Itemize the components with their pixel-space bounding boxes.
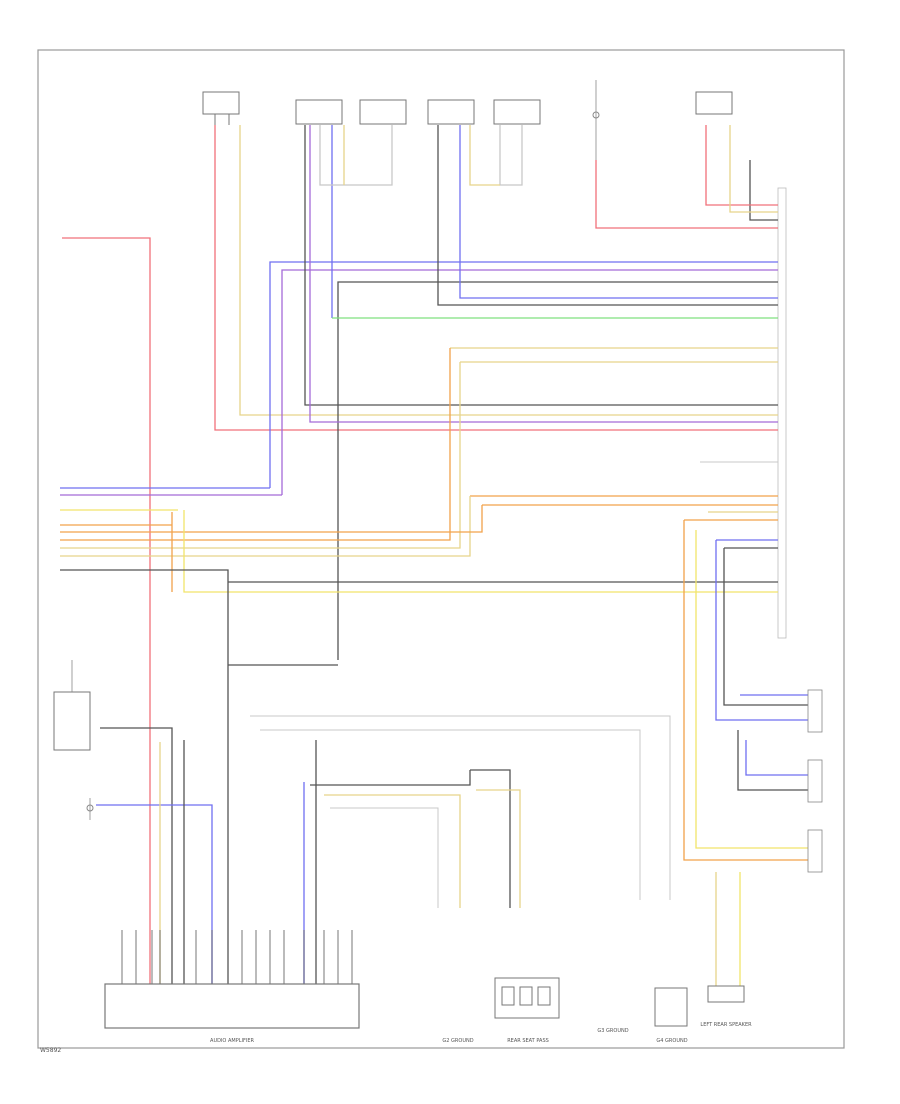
left-box-component [53, 660, 91, 751]
wire-35 [683, 520, 808, 861]
wire-55 [260, 729, 641, 900]
wire-47 [705, 125, 778, 206]
wire-44 [745, 740, 808, 776]
left-switch-component [86, 798, 94, 820]
bottom-component-mid [494, 977, 560, 1019]
top-component-7 [592, 80, 600, 160]
ground-label-3: G3 GROUND [597, 1028, 628, 1034]
wire-46 [595, 160, 778, 229]
ground-label-1: G2 GROUND [442, 1038, 473, 1044]
wires [60, 125, 808, 986]
wire-4 [269, 261, 778, 488]
wire-51 [96, 804, 213, 984]
wire-36 [695, 530, 808, 849]
wire-12 [459, 125, 778, 299]
wire-45 [749, 160, 778, 221]
top-component-1 [202, 91, 240, 125]
wire-9 [304, 125, 778, 406]
wire-58 [324, 794, 461, 908]
ground-label-4: G4 GROUND [656, 1038, 687, 1044]
wire-17 [499, 125, 523, 186]
top-component-4 [427, 99, 475, 125]
footer-left-label: W5892 [40, 1047, 61, 1054]
top-component-6 [695, 91, 733, 115]
wire-21 [60, 348, 451, 541]
wire-5 [281, 269, 778, 495]
bottom-component-ground [654, 987, 688, 1027]
right-connector [777, 187, 787, 639]
wire-50 [100, 727, 173, 984]
wire-31 [60, 569, 229, 984]
wire-18 [469, 125, 500, 186]
wire-26 [60, 505, 483, 533]
top-component-2 [295, 99, 343, 125]
wire-14 [309, 125, 778, 423]
top-component-5 [493, 99, 541, 125]
wire-2 [239, 125, 778, 416]
right-speakers [807, 689, 823, 873]
wire-48 [729, 125, 778, 213]
wire-43 [737, 730, 808, 791]
wire-60 [330, 807, 439, 908]
wire-57 [310, 770, 471, 786]
wire-62 [476, 789, 521, 908]
wire-61 [470, 769, 511, 908]
control-unit-label: AUDIO AMPLIFIER [210, 1038, 254, 1044]
wire-22 [60, 362, 461, 549]
wire-41 [723, 548, 808, 706]
wire-15 [319, 125, 393, 186]
wire-3 [62, 237, 151, 984]
speaker-label-bl: LEFT REAR SPEAKER [700, 1022, 752, 1028]
wire-39 [715, 540, 808, 721]
wire-1 [214, 125, 778, 431]
diagram-frame [37, 49, 845, 1049]
wire-30 [183, 510, 778, 593]
control-unit [104, 983, 360, 1029]
wire-54 [250, 715, 671, 900]
wire-13 [437, 125, 778, 306]
wire-24 [60, 496, 471, 557]
bottom-speaker [707, 985, 745, 1003]
wire-8 [337, 281, 778, 660]
ground-label-2: REAR SEAT PASS [507, 1038, 549, 1044]
top-component-3 [359, 99, 407, 125]
